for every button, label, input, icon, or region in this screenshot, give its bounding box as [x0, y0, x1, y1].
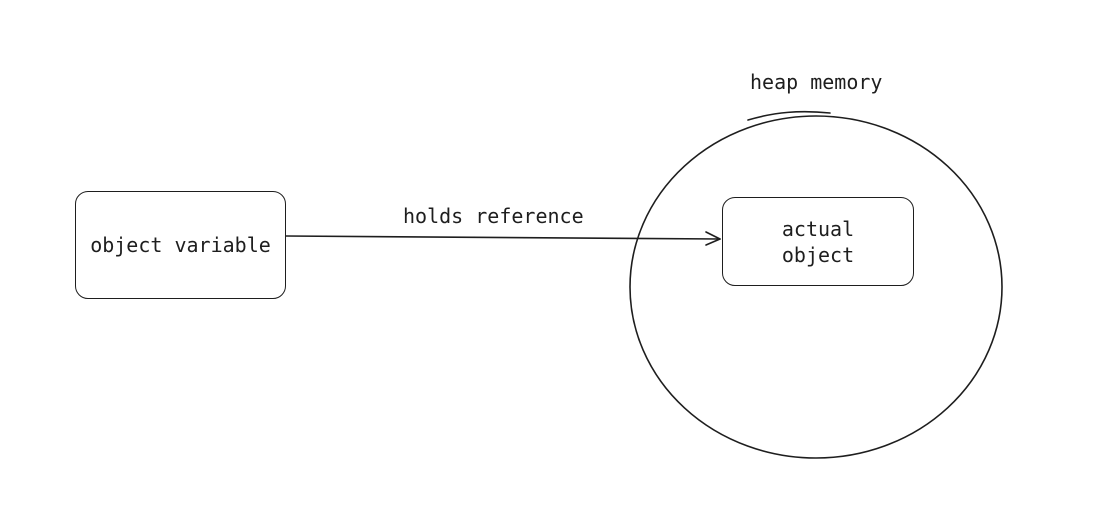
reference-arrow — [285, 231, 721, 246]
object-variable-label: object variable — [90, 233, 271, 257]
actual-object-box: actual object — [722, 197, 914, 286]
object-variable-box: object variable — [75, 191, 286, 299]
heap-memory-circle — [629, 110, 1003, 459]
actual-object-label: actual object — [781, 216, 855, 267]
heap-memory-label: heap memory — [750, 70, 883, 94]
holds-reference-label: holds reference — [403, 204, 584, 228]
